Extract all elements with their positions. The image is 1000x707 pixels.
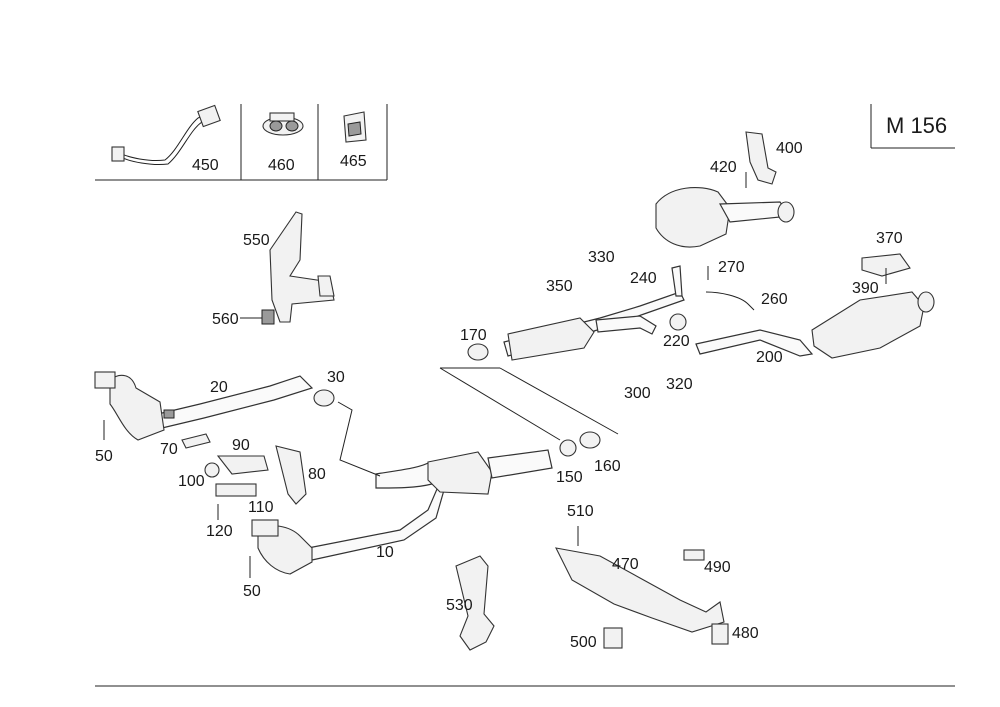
bolt-drawings bbox=[103, 172, 887, 578]
part-label-530: 530 bbox=[446, 597, 473, 614]
hanger-260-drawing bbox=[705, 291, 755, 311]
bracket-470-drawing bbox=[555, 547, 729, 649]
part-label-100: 100 bbox=[178, 473, 205, 490]
part-label-30: 30 bbox=[327, 369, 345, 386]
part-label-370: 370 bbox=[876, 230, 903, 247]
part-label-500: 500 bbox=[570, 634, 597, 651]
part-label-120: 120 bbox=[206, 523, 233, 540]
part-label-240: 240 bbox=[630, 270, 657, 287]
part-label-330: 330 bbox=[588, 249, 615, 266]
engine-code-box: M 156 bbox=[870, 104, 955, 149]
part-label-50-bottom: 50 bbox=[243, 583, 261, 600]
part-label-510: 510 bbox=[567, 503, 594, 520]
clip-465-drawing bbox=[343, 111, 367, 143]
engine-code: M 156 bbox=[886, 113, 947, 138]
part-label-390: 390 bbox=[852, 280, 879, 297]
part-label-350: 350 bbox=[546, 278, 573, 295]
small-brackets-drawing bbox=[181, 433, 307, 505]
leader-lines bbox=[337, 367, 619, 477]
part-label-400: 400 bbox=[776, 140, 803, 157]
part-label-50-top: 50 bbox=[95, 448, 113, 465]
rear-muffler-lower-drawing bbox=[695, 253, 935, 359]
part-label-300: 300 bbox=[624, 385, 651, 402]
part-label-90: 90 bbox=[232, 437, 250, 454]
part-label-110: 110 bbox=[248, 499, 274, 516]
part-label-490: 490 bbox=[704, 559, 731, 576]
part-label-220: 220 bbox=[663, 333, 690, 350]
part-label-270: 270 bbox=[718, 259, 745, 276]
part-label-450: 450 bbox=[192, 157, 219, 174]
center-catalyst-drawing bbox=[375, 449, 553, 495]
bracket-530-drawing bbox=[455, 555, 495, 651]
part-label-150: 150 bbox=[556, 469, 583, 486]
oxygen-sensor-drawing bbox=[111, 104, 221, 165]
part-label-320: 320 bbox=[666, 376, 693, 393]
part-label-480: 480 bbox=[732, 625, 759, 642]
part-label-20: 20 bbox=[210, 379, 228, 396]
part-label-560: 560 bbox=[212, 311, 239, 328]
catalytic-converter-20-drawing bbox=[94, 371, 314, 441]
part-label-470: 470 bbox=[612, 556, 639, 573]
bracket-550-drawing bbox=[240, 211, 335, 325]
part-label-420: 420 bbox=[710, 159, 737, 176]
part-label-80: 80 bbox=[308, 466, 326, 483]
inset-parts-table: 450 460 465 bbox=[95, 104, 388, 181]
part-label-200: 200 bbox=[756, 349, 783, 366]
catalytic-converter-10-drawing bbox=[251, 480, 445, 575]
rear-muffler-upper-drawing bbox=[655, 131, 795, 248]
clamp-460-drawing bbox=[262, 112, 304, 136]
part-label-260: 260 bbox=[761, 291, 788, 308]
part-label-465: 465 bbox=[340, 153, 367, 170]
part-labels: 10 20 30 50 50 70 80 90 100 110 120 150 … bbox=[95, 140, 903, 651]
part-label-160: 160 bbox=[594, 458, 621, 475]
part-label-550: 550 bbox=[243, 232, 270, 249]
clamp-drawings bbox=[313, 313, 687, 457]
part-label-70: 70 bbox=[160, 441, 178, 458]
part-label-170: 170 bbox=[460, 327, 487, 344]
resonator-240-drawing bbox=[503, 265, 685, 361]
part-label-10: 10 bbox=[376, 544, 394, 561]
part-label-460: 460 bbox=[268, 157, 295, 174]
